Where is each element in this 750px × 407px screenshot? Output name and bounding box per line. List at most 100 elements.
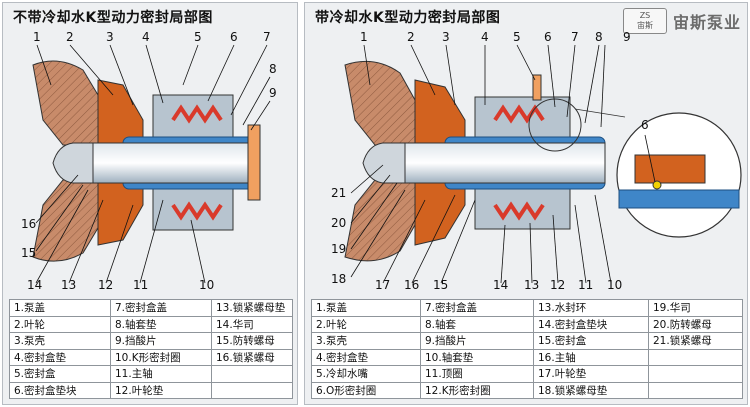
acid-guard-shape <box>247 124 261 201</box>
left-callout-15: 15 <box>21 246 36 260</box>
table-cell: 14.密封盒垫块 <box>533 315 649 333</box>
table-cell: 9.挡酸片 <box>110 332 212 350</box>
seal-box-shape-lower <box>474 186 571 230</box>
table-row: 5.冷却水嘴 11.顶圈 17.叶轮垫 <box>311 365 743 383</box>
left-callout-8: 8 <box>269 62 277 76</box>
left-callout-2: 2 <box>66 30 74 44</box>
table-cell: 7.密封盒盖 <box>420 299 534 317</box>
table-row: 3.泵壳 9.挡酸片 15.防转螺母 <box>9 332 293 350</box>
right-callout-11: 11 <box>578 278 593 292</box>
table-cell: 7.密封盒盖 <box>110 299 212 317</box>
impeller-shape-lower <box>414 177 466 246</box>
table-cell: 11.主轴 <box>110 365 212 383</box>
table-row: 5.密封盒 11.主轴 <box>9 365 293 383</box>
table-cell <box>648 365 743 383</box>
right-callout-3: 3 <box>442 30 450 44</box>
table-cell: 19.华司 <box>648 299 743 317</box>
table-row: 4.密封盒垫 10.轴套垫 16.主轴 <box>311 348 743 366</box>
impeller-shape-lower <box>97 177 144 246</box>
table-cell: 13.水封环 <box>533 299 649 317</box>
table-cell: 5.密封盒 <box>9 365 111 383</box>
right-callout-17: 17 <box>375 278 390 292</box>
brand-logo-top: ZS <box>639 11 651 20</box>
table-cell <box>211 365 293 383</box>
table-cell: 6.O形密封圈 <box>311 381 421 399</box>
pump-cover-shape-lower <box>32 179 99 262</box>
left-seal-diagram: 1 2 3 4 5 6 7 8 9 16 15 14 13 12 11 10 <box>21 30 277 292</box>
left-callout-13: 13 <box>61 278 76 292</box>
table-cell: 10.轴套垫 <box>420 348 534 366</box>
table-cell: 10.K形密封圈 <box>110 348 212 366</box>
right-callout-6: 6 <box>544 30 552 44</box>
table-cell: 4.密封盒垫 <box>311 348 421 366</box>
k-seal-ring-shape <box>171 104 223 124</box>
table-cell: 13.锁紧螺母垫 <box>211 299 293 317</box>
brand-logo-bottom: 宙斯 <box>636 21 653 30</box>
detail-seal-box-shape <box>634 154 706 184</box>
table-cell <box>648 381 743 399</box>
pump-cover-shape <box>344 60 416 146</box>
right-callout-18: 18 <box>331 272 346 286</box>
brand-block: ZS 宙斯 宙斯泵业 <box>622 8 741 34</box>
right-callout-8: 8 <box>595 30 603 44</box>
table-row: 2.叶轮 8.轴套 14.密封盒垫块 20.防转螺母 <box>311 315 743 333</box>
detail-o-ring-shape <box>652 180 662 190</box>
seal-box-shape <box>474 96 571 140</box>
right-callout-19: 19 <box>331 242 346 256</box>
table-cell: 15.防转螺母 <box>211 332 293 350</box>
table-cell: 4.密封盒垫 <box>9 348 111 366</box>
k-seal-ring-shape-lower <box>493 201 545 221</box>
left-callout-1: 1 <box>33 30 41 44</box>
left-callout-14: 14 <box>27 278 42 292</box>
detail-zoom: 6 <box>616 112 742 238</box>
right-callout-10: 10 <box>607 278 622 292</box>
left-bottom-callouts: 16 15 14 13 12 11 10 <box>21 217 214 292</box>
right-seal-diagram: 6 1 2 3 4 5 6 7 8 9 21 20 <box>331 30 742 292</box>
left-leader-lines <box>35 44 271 284</box>
table-cell: 20.防转螺母 <box>648 315 743 333</box>
right-callout-1: 1 <box>360 30 368 44</box>
table-cell: 6.密封盒垫块 <box>9 381 111 399</box>
left-callout-10: 10 <box>199 278 214 292</box>
table-cell: 12.K形密封圈 <box>420 381 534 399</box>
left-callout-3: 3 <box>106 30 114 44</box>
table-cell: 17.叶轮垫 <box>533 365 649 383</box>
right-parts-table: 1.泵盖 7.密封盒盖 13.水封环 19.华司 2.叶轮 8.轴套 14.密封… <box>311 299 743 399</box>
k-seal-ring-shape-lower <box>171 201 223 221</box>
table-row: 2.叶轮 8.轴套垫 14.华司 <box>9 315 293 333</box>
right-left-callouts: 21 20 19 18 <box>331 186 346 286</box>
right-callout-16: 16 <box>404 278 419 292</box>
right-callout-12: 12 <box>550 278 565 292</box>
impeller-shape <box>97 79 144 148</box>
table-cell: 5.冷却水嘴 <box>311 365 421 383</box>
cooling-water-nozzle-shape <box>532 74 542 101</box>
table-cell: 1.泵盖 <box>311 299 421 317</box>
table-cell: 8.轴套垫 <box>110 315 212 333</box>
left-callout-5: 5 <box>194 30 202 44</box>
left-diagram-title: 不带冷却水K型动力密封局部图 <box>13 10 213 26</box>
left-callout-9: 9 <box>269 86 277 100</box>
detail-leader-line <box>644 134 656 183</box>
main-shaft-shape <box>374 142 606 184</box>
right-callout-13: 13 <box>524 278 539 292</box>
brand-name: 宙斯泵业 <box>672 13 741 32</box>
right-leader-lines <box>350 44 612 284</box>
right-diagram-panel: 带冷却水K型动力密封局部图 ZS 宙斯 宙斯泵业 <box>304 2 748 405</box>
right-callout-2: 2 <box>407 30 415 44</box>
left-callout-11: 11 <box>133 278 148 292</box>
right-diagram-title: 带冷却水K型动力密封局部图 <box>315 10 501 26</box>
table-cell: 8.轴套 <box>420 315 534 333</box>
right-callout-21: 21 <box>331 186 346 200</box>
right-callout-20: 20 <box>331 216 346 230</box>
table-cell: 2.叶轮 <box>9 315 111 333</box>
table-cell: 14.华司 <box>211 315 293 333</box>
table-cell: 16.锁紧螺母 <box>211 348 293 366</box>
right-callout-9: 9 <box>623 30 631 44</box>
table-cell <box>648 348 743 366</box>
table-row: 1.泵盖 7.密封盒盖 13.水封环 19.华司 <box>311 299 743 317</box>
left-callout-4: 4 <box>142 30 150 44</box>
table-row: 6.O形密封圈 12.K形密封圈 18.锁紧螺母垫 <box>311 381 743 399</box>
left-parts-table-body: 1.泵盖 7.密封盒盖 13.锁紧螺母垫 2.叶轮 8.轴套垫 14.华司 3.… <box>9 299 293 399</box>
left-callout-7: 7 <box>263 30 271 44</box>
left-diagram-panel: 不带冷却水K型动力密封局部图 <box>2 2 298 405</box>
